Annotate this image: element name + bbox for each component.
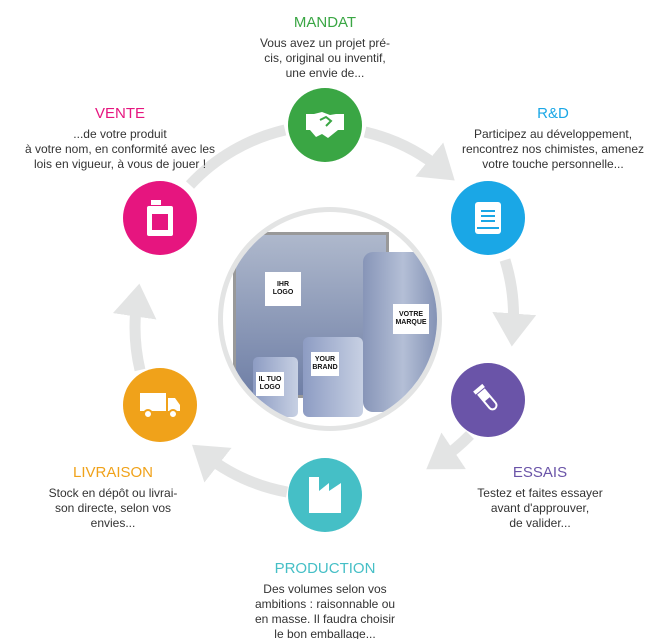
livraison-node[interactable] [123, 368, 197, 442]
livraison-title: LIVRAISON [72, 464, 154, 481]
canister-icon [147, 200, 173, 236]
rd-desc: Participez au développement, rencontrez … [461, 127, 645, 171]
livraison-text: LIVRAISON Stock en dépôt ou livrai- son … [13, 464, 213, 531]
mandat-node[interactable] [288, 88, 362, 162]
label-votre-marque: VOTRE MARQUE [393, 304, 429, 334]
production-desc: Des volumes selon vos ambitions : raison… [254, 582, 396, 639]
arrow-production-livraison [192, 444, 289, 498]
rd-node[interactable] [451, 181, 525, 255]
arrow-livraison-vente [112, 283, 157, 372]
truck-icon [140, 393, 180, 419]
essais-node[interactable] [451, 363, 525, 437]
arrow-mandat-rd [363, 126, 455, 181]
label-il-tuo-logo: IL TUO LOGO [256, 372, 284, 396]
book-icon [475, 202, 501, 234]
label-your-brand: YOUR BRAND [311, 352, 339, 376]
arrow-vente-mandat [185, 124, 287, 189]
mandat-text: MANDAT Vous avez un projet pré- cis, ori… [225, 14, 425, 81]
essais-text: ESSAIS Testez et faites essayer avant d'… [440, 464, 640, 531]
mandat-desc: Vous avez un projet pré- cis, original o… [259, 36, 391, 80]
rd-title: R&D [537, 105, 569, 122]
factory-icon [309, 477, 341, 513]
handshake-icon [306, 112, 344, 138]
label-ihr-logo: IHR LOGO [265, 272, 301, 306]
product-photo: IHR LOGO VOTRE MARQUE YOUR BRAND IL TUO … [218, 207, 442, 431]
essais-title: ESSAIS [512, 464, 568, 481]
mandat-title: MANDAT [293, 14, 357, 31]
vente-title: VENTE [94, 105, 145, 122]
vente-node[interactable] [123, 181, 197, 255]
jerrycan-large [303, 337, 363, 417]
essais-desc: Testez et faites essayer avant d'approuv… [477, 486, 603, 530]
arrow-rd-essais [492, 258, 537, 347]
vente-text: VENTE ...de votre produit à votre nom, e… [20, 105, 220, 172]
vente-desc: ...de votre produit à votre nom, en conf… [24, 127, 216, 171]
arrow-essais-production [426, 431, 474, 470]
test-tube-icon [473, 383, 498, 411]
rd-text: R&D Participez au développement, rencont… [453, 105, 650, 172]
production-text: PRODUCTION Des volumes selon vos ambitio… [225, 560, 425, 639]
production-title: PRODUCTION [274, 560, 376, 577]
production-node[interactable] [288, 458, 362, 532]
livraison-desc: Stock en dépôt ou livrai- son directe, s… [48, 486, 178, 530]
